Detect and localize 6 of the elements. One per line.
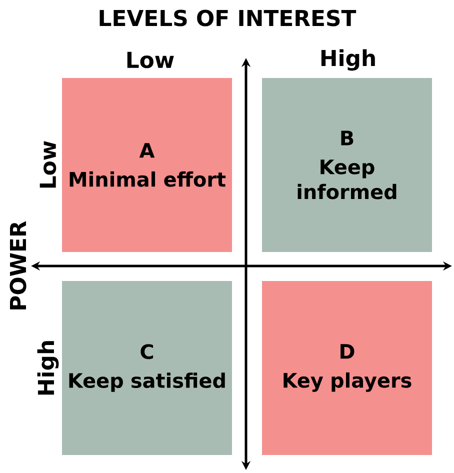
quadrant-box: D Key players xyxy=(262,281,432,455)
axis-label: POWER xyxy=(10,221,26,310)
chart-title: LEVELS OF INTEREST xyxy=(100,10,356,26)
quadrant-box: C Keep satisfied xyxy=(62,281,232,455)
quadrant-box: A Minimal effort xyxy=(62,78,232,252)
quadrant-box: B Keep informed xyxy=(262,78,432,252)
